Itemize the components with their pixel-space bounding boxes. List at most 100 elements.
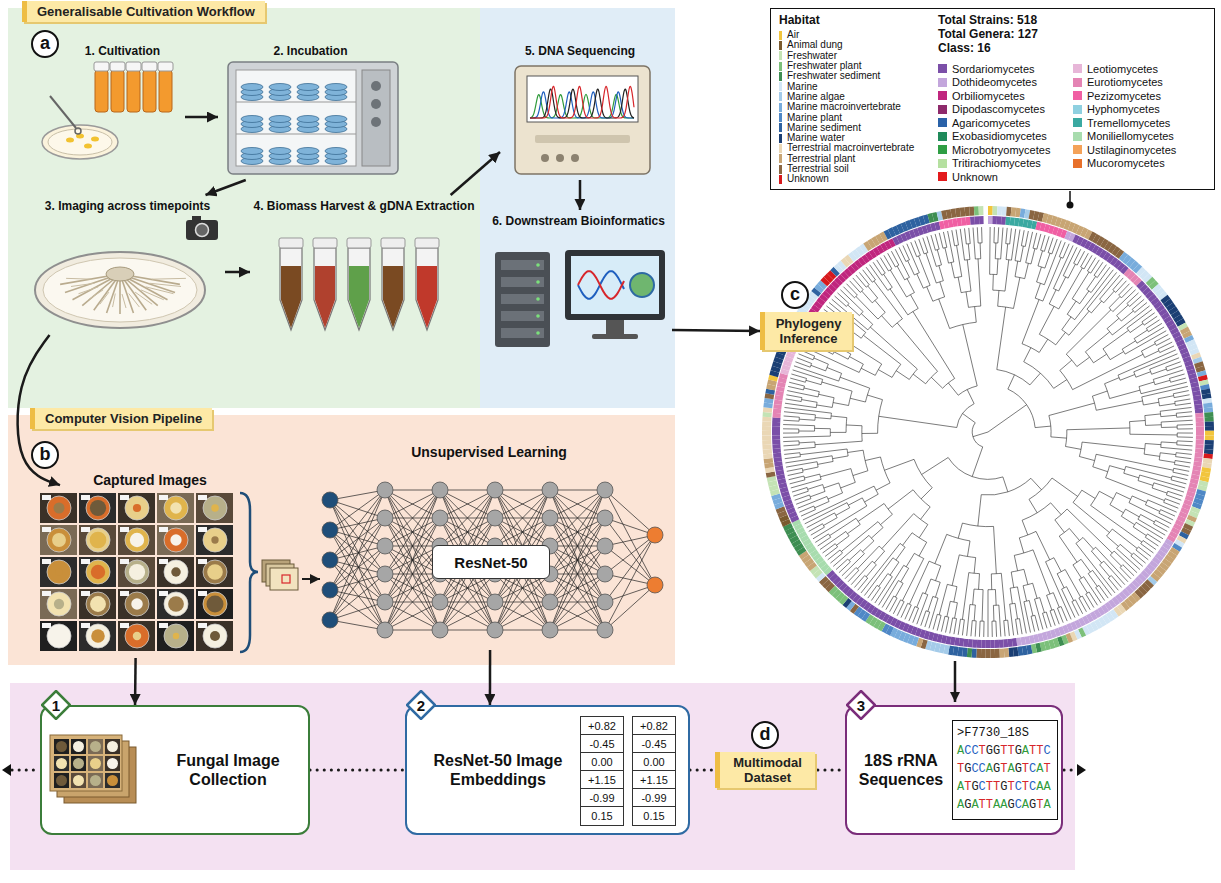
- class-ring-cell: [1005, 217, 1010, 225]
- network-neuron: [542, 510, 558, 526]
- stacked-plate: [325, 116, 347, 123]
- network-weight: [550, 490, 605, 518]
- tree-branch: [1020, 263, 1028, 278]
- tree-branch: [858, 577, 868, 590]
- colony: [84, 144, 92, 149]
- petri-dish-inner: [43, 258, 197, 322]
- legend-label: Unknown: [952, 171, 998, 183]
- tree-branch: [874, 281, 903, 323]
- stacked-plate: [241, 116, 263, 123]
- tree-branch: [1015, 230, 1020, 262]
- tree-branch: [937, 615, 941, 631]
- tree-branch: [1145, 502, 1159, 511]
- tree-branch: [849, 550, 862, 561]
- tree-branch: [828, 550, 842, 560]
- tree-branch: [1100, 563, 1110, 577]
- monitor-stand: [606, 320, 624, 334]
- tree-branch: [1106, 472, 1165, 501]
- class-ring-cell: [772, 426, 780, 431]
- camera-body: [186, 220, 218, 240]
- inoculation-loop: [50, 96, 76, 128]
- tree-branch: [783, 443, 799, 446]
- class-ring-cell: [772, 422, 780, 427]
- habitat-ring-cell: [762, 440, 771, 445]
- tree-branch: [968, 228, 970, 244]
- tree-branch: [807, 513, 836, 528]
- tree-branch: [1160, 407, 1191, 413]
- network-weight: [550, 546, 605, 630]
- tube-cap: [110, 62, 125, 71]
- tree-branch: [823, 515, 837, 525]
- incubator-chamber: [236, 70, 356, 166]
- tree-branch: [974, 573, 979, 589]
- tree-branch: [1173, 470, 1188, 475]
- tree-branch: [820, 469, 853, 477]
- habitat-ring-cell: [995, 649, 1000, 658]
- tree-branch: [842, 552, 864, 576]
- tree-branch: [952, 586, 957, 603]
- tree-branch: [1107, 352, 1124, 360]
- habitat-ring-cell: [762, 417, 771, 422]
- tree-branch: [834, 352, 849, 359]
- tree-branch: [880, 258, 890, 271]
- tree-branch: [866, 267, 875, 281]
- tree-branch: [1130, 428, 1177, 435]
- dataset-band: d1Fungal Image Collection2+0.82-0.450.00…: [10, 683, 1075, 870]
- sequence-box-text: AGATTAAGCAGTA: [957, 796, 1053, 814]
- tree-branch: [945, 248, 951, 263]
- tree-branch: [1139, 515, 1154, 523]
- server-slot: [501, 277, 544, 287]
- tree-branch: [874, 549, 884, 563]
- tree-branch: [1176, 453, 1192, 455]
- tree-branch: [906, 553, 919, 566]
- legend-row: Marine water: [779, 133, 932, 143]
- tree-branch: [958, 619, 962, 635]
- tube-content: [383, 266, 403, 328]
- nucleotide: T: [1043, 762, 1050, 776]
- plate-label: [120, 623, 129, 628]
- tree-branch: [1079, 537, 1093, 549]
- habitat-ring-cell: [993, 206, 998, 215]
- tree-branch: [1006, 244, 1009, 260]
- tree-branch: [1166, 493, 1181, 500]
- tree-branch: [943, 232, 946, 248]
- habitat-ring-cell: [762, 421, 771, 426]
- tree-branch: [1067, 301, 1076, 317]
- tree-branch: [856, 296, 882, 319]
- callout-diamond-text: 2: [417, 697, 425, 714]
- tree-branch: [1008, 375, 1027, 405]
- tree-branch: [923, 238, 928, 254]
- tube-cap: [381, 238, 405, 248]
- legend-box-text: Total Strains: 518: [938, 13, 1210, 27]
- tree-branch: [1107, 533, 1119, 547]
- tree-to-dataset-arrow: [954, 661, 957, 702]
- sequence-box-text: >F7730_18S: [957, 724, 1053, 742]
- habitat-ring-cell: [967, 648, 972, 657]
- tree-branch: [884, 255, 892, 270]
- mini-dish: [90, 758, 101, 769]
- tree-branch: [836, 559, 849, 570]
- network-neuron: [597, 594, 613, 610]
- tree-branch: [935, 564, 941, 581]
- stacked-plate: [325, 84, 347, 91]
- tree-branch: [1169, 374, 1184, 380]
- network-weight: [440, 602, 495, 630]
- mycelium-branch: [135, 292, 152, 304]
- tree-branch: [1146, 534, 1160, 542]
- globe-icon: [630, 273, 654, 297]
- colony-photo: [54, 503, 65, 514]
- legend-label: Tremellomycetes: [1087, 117, 1170, 129]
- habitat-ring-cell: [763, 412, 772, 417]
- nucleotide: T: [1022, 762, 1029, 776]
- legend-label: Air: [787, 30, 799, 40]
- legend-row: Dipodascomycetes: [938, 103, 1073, 117]
- legend-row: Dothideomycetes: [938, 76, 1073, 90]
- tree-branch: [790, 378, 806, 382]
- tree-branch: [886, 596, 896, 610]
- tree-branch: [992, 590, 996, 606]
- mini-dish: [107, 758, 118, 769]
- plate-label: [198, 495, 207, 500]
- tree-branch: [867, 395, 882, 416]
- tree-branch: [1094, 547, 1128, 582]
- class-ring-cell: [990, 640, 995, 648]
